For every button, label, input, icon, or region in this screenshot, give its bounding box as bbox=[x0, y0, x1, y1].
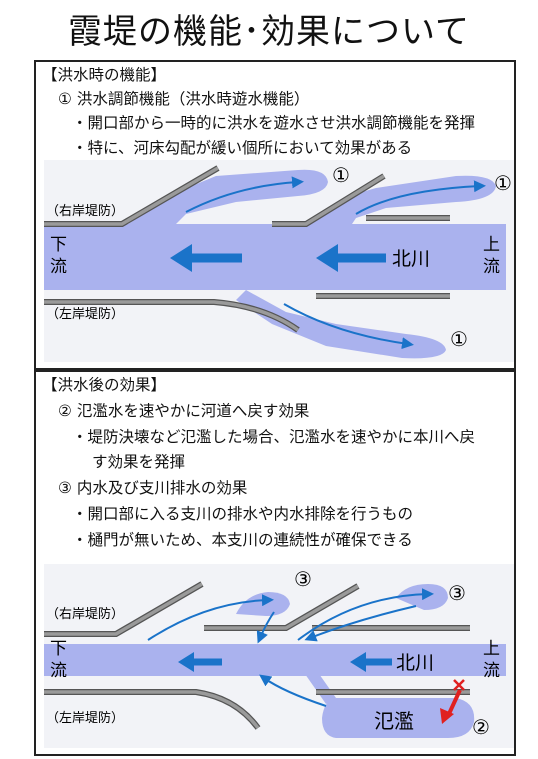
overflow-arrow-1 bbox=[185, 176, 304, 213]
after-flood-panel: 【洪水後の効果】 ② 氾濫水を速やかに河道へ戻す効果 ・堤防決壊など氾濫した場合… bbox=[34, 370, 516, 756]
flood-return-arrow bbox=[259, 674, 327, 707]
panel1-heading: 【洪水時の機能】 bbox=[42, 66, 167, 84]
river-name-label: 北川 bbox=[392, 248, 430, 270]
marker-3b: ③ bbox=[448, 581, 466, 605]
panel2-bullet-3a: ・堤防決壊など氾濫した場合、氾濫水を速やかに本川へ戻 bbox=[72, 428, 476, 446]
overflow-arrow-3 bbox=[283, 303, 414, 350]
upstream-char-2-2: 流 bbox=[483, 661, 500, 681]
marker-1b: ① bbox=[494, 171, 512, 195]
river-name-label-2: 北川 bbox=[396, 652, 434, 674]
river-channel bbox=[44, 224, 506, 290]
marker-2: ② bbox=[472, 715, 490, 739]
upstream-char-2: 流 bbox=[483, 257, 500, 277]
levee-break-mark bbox=[453, 679, 465, 691]
panel1-subheading: ① 洪水調節機能（洪水時遊水機能） bbox=[58, 90, 310, 108]
tributary-arrow-1 bbox=[147, 594, 274, 641]
flood-area bbox=[322, 698, 475, 738]
flood-function-diagram: （右岸堤防） （左岸堤防） 下 流 上 流 北川 ① ① ① bbox=[44, 160, 514, 362]
overflow-arrow-2 bbox=[355, 180, 486, 215]
downstream-char-1: 下 bbox=[50, 235, 67, 255]
page-title: 霞堤の機能･効果について bbox=[68, 12, 470, 52]
tributary-return-2 bbox=[304, 605, 417, 642]
panel2-bullet-5: ・樋門が無いため、本支川の連続性が確保できる bbox=[72, 531, 413, 549]
flood-label: 氾濫 bbox=[374, 709, 414, 733]
river-channel-2 bbox=[44, 644, 506, 676]
after-flood-diagram: （右岸堤防） （左岸堤防） 下 流 上 流 北川 氾濫 ② ③ ③ bbox=[44, 564, 514, 748]
right-bank-label-2: （右岸堤防） bbox=[46, 606, 124, 622]
downstream-char-2-2: 流 bbox=[50, 661, 67, 681]
marker-3a: ③ bbox=[294, 567, 312, 591]
left-bank-label: （左岸堤防） bbox=[46, 306, 124, 322]
marker-1c: ① bbox=[450, 327, 468, 351]
right-bank-label: （右岸堤防） bbox=[46, 203, 124, 219]
breach-arrow bbox=[446, 689, 462, 717]
panel2-subheading-3: ③ 内水及び支川排水の効果 bbox=[58, 479, 248, 497]
upstream-char-2-1: 上 bbox=[483, 639, 500, 659]
flood-function-panel: 【洪水時の機能】 ① 洪水調節機能（洪水時遊水機能） ・開口部から一時的に洪水を… bbox=[34, 60, 516, 370]
marker-1a: ① bbox=[332, 163, 350, 187]
panel2-subheading-2: ② 氾濫水を速やかに河道へ戻す効果 bbox=[58, 402, 310, 420]
upstream-char-1: 上 bbox=[483, 235, 500, 255]
panel2-heading: 【洪水後の効果】 bbox=[42, 376, 167, 394]
downstream-char-2: 流 bbox=[50, 257, 67, 277]
tributary-return-1 bbox=[256, 611, 275, 644]
left-bank-label-2: （左岸堤防） bbox=[46, 710, 124, 726]
panel1-bullet-2: ・特に、河床勾配が緩い個所において効果がある bbox=[72, 139, 413, 157]
downstream-char-2-1: 下 bbox=[50, 639, 67, 659]
panel1-bullet-1: ・開口部から一時的に洪水を遊水させ洪水調節機能を発揮 bbox=[72, 114, 476, 132]
panel2-bullet-4: ・開口部に入る支川の排水や内水排除を行うもの bbox=[72, 505, 414, 523]
panel2-bullet-3b: す効果を発揮 bbox=[92, 453, 186, 471]
